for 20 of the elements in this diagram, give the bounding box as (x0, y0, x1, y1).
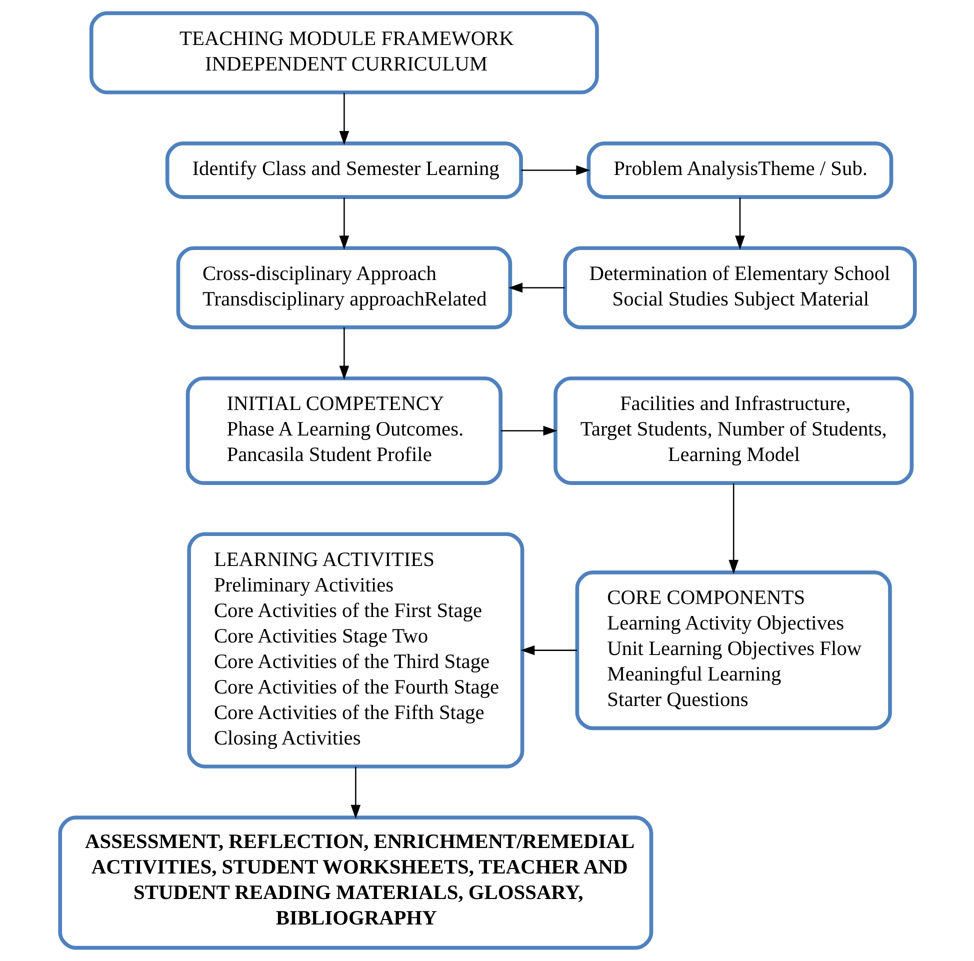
node-box: LEARNING ACTIVITIES Preliminary Activities Core Activities of the First Stage Core Activities Stage Two Core Activities of the Third Stage Core Activities of the Fourth Stage Core Activities of the Fifth Stage Closing Activities (186, 532, 524, 768)
arrow (508, 282, 564, 293)
arrow (350, 766, 360, 819)
node-box: INITIAL COMPETENCY Phase A Learning Outcomes. Pancasila Student Profile (185, 376, 502, 485)
node-box: TEACHING MODULE FRAMEWORK INDEPENDENT CURRICULUM (88, 11, 598, 94)
node-box: CORE COMPONENTS Learning Activity Objectives Unit Learning Objectives Flow Meaningful Learning Starter Questions (574, 570, 892, 730)
arrow (734, 198, 744, 250)
arrow (520, 165, 590, 176)
node-box: Determination of Elementary School Social Studies Subject Material (562, 246, 916, 330)
arrow (500, 426, 557, 436)
node-box: Cross-disciplinary Approach Transdisciplinary approachRelated (176, 246, 512, 330)
node-box: ASSESSMENT, REFLECTION, ENRICHMENT/REMEDIAL ACTIVITIES, STUDENT WORKSHEETS, TEACHER AND STUDENT READING MATERIALS, GLOSSARY, BIBLIOGRAPHY (58, 816, 653, 950)
arrow (338, 198, 349, 250)
arrow (338, 92, 349, 146)
arrow (520, 645, 576, 656)
arrow (338, 327, 349, 380)
node-box: Problem AnalysisTheme / Sub. (586, 142, 893, 199)
arrow (728, 483, 738, 574)
node-box: Identify Class and Semester Learning (164, 142, 522, 199)
node-box: Facilities and Infrastructure, Target Students, Number of Students, Learning Model (553, 376, 914, 485)
